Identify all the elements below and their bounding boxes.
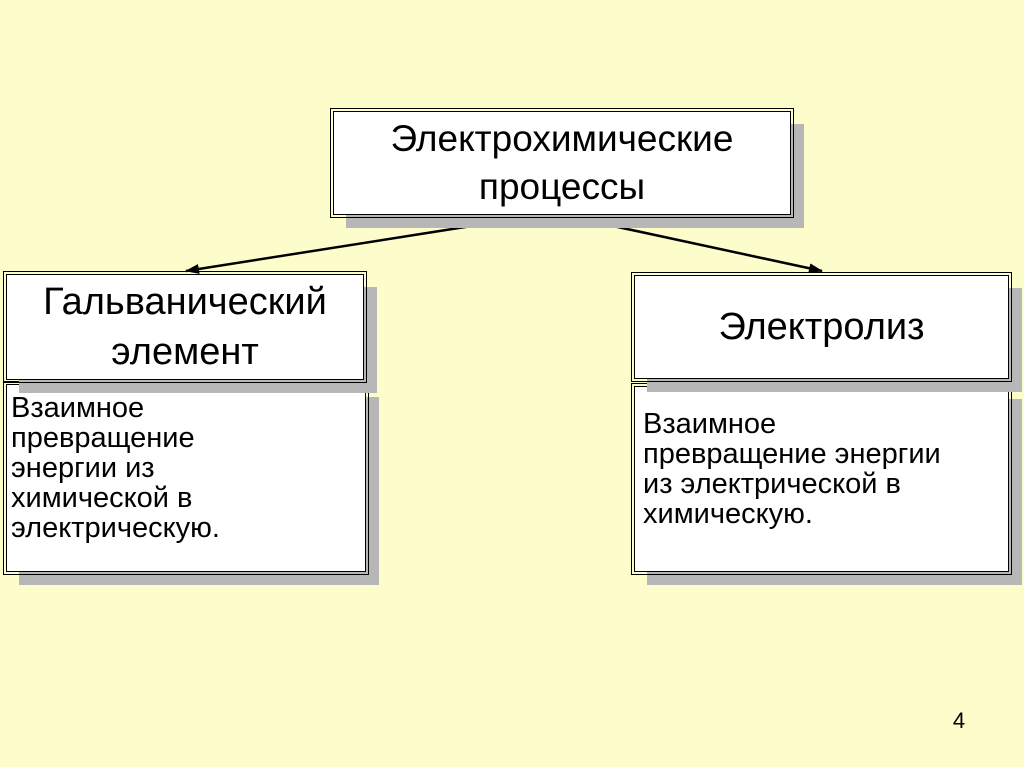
arrow-to-galvanic-element xyxy=(185,216,523,274)
galvanic-description-line: электрическую. xyxy=(11,512,220,544)
root-node-electrochemical-processes: Электрохимические процессы xyxy=(330,108,794,218)
root-label-line2: процессы xyxy=(478,166,646,207)
galvanic-title-line2: элемент xyxy=(111,331,259,373)
galvanic-description-box: Взаимное превращение энергии из химическ… xyxy=(3,381,369,575)
root-label-line1: Электрохимические xyxy=(390,118,734,159)
galvanic-description-line: Взаимное xyxy=(11,392,145,424)
galvanic-title-line1: Гальванический xyxy=(43,281,327,323)
galvanic-description-line: превращение xyxy=(11,422,195,454)
arrow-to-electrolysis xyxy=(575,216,823,274)
electrolysis-node: Электролиз xyxy=(631,272,1012,382)
galvanic-description: Взаимное превращение энергии из химическ… xyxy=(11,393,361,543)
electrolysis-description-line: из электрической в xyxy=(643,468,901,500)
electrolysis-description-line: Взаимное xyxy=(643,408,777,440)
electrolysis-description-line: химическую. xyxy=(643,498,813,530)
electrolysis-title: Электролиз xyxy=(718,305,925,348)
galvanic-element-node: Гальванический элемент xyxy=(3,271,367,383)
electrolysis-description: Взаимное превращение энергии из электрич… xyxy=(643,409,1003,529)
electrolysis-description-line: превращение энергии xyxy=(643,438,941,470)
page-number: 4 xyxy=(952,708,966,733)
electrolysis-description-box: Взаимное превращение энергии из электрич… xyxy=(631,383,1012,575)
galvanic-description-line: энергии из xyxy=(11,452,155,484)
galvanic-description-line: химической в xyxy=(11,482,193,514)
